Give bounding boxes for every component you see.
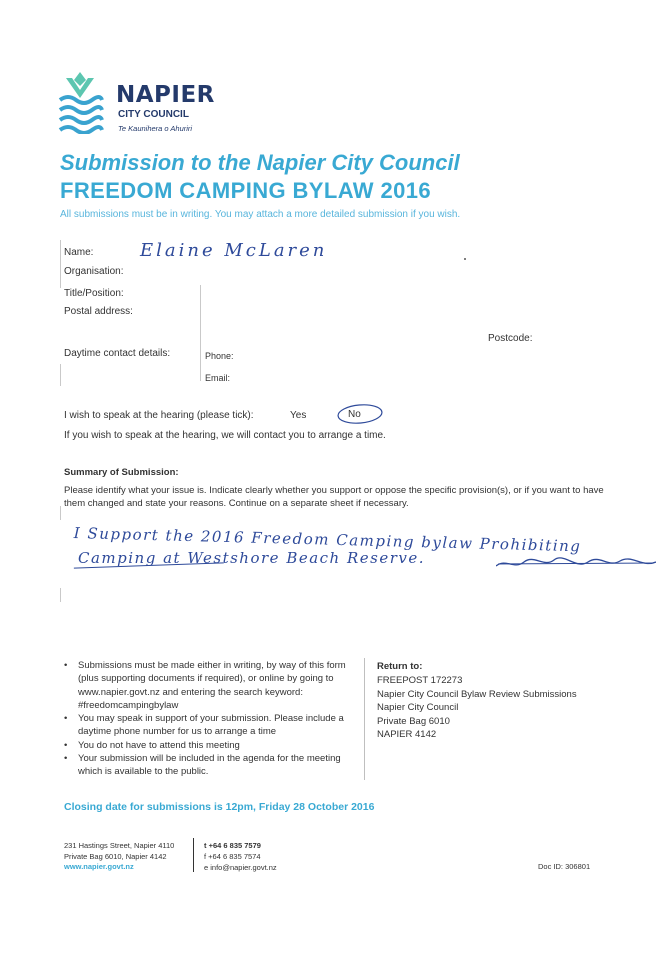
napier-logo-icon [58, 72, 104, 134]
email-label: Email: [205, 373, 231, 383]
contact-details-label: Daytime contact details: [64, 348, 171, 359]
return-line: Private Bag 6010 [377, 715, 450, 727]
title-position-label: Title/Position: [64, 288, 124, 299]
name-label: Name: [64, 247, 94, 258]
return-line: NAPIER 4142 [377, 729, 437, 740]
hearing-yes-option[interactable]: Yes [290, 410, 307, 421]
selection-circle-icon [337, 404, 383, 424]
footer-address: 231 Hastings Street, Napier 4110 Private… [64, 840, 174, 871]
footer-contact: t +64 6 835 7579 f +64 6 835 7574 e info… [204, 840, 277, 873]
page-title: Submission to the Napier City Council [60, 150, 460, 175]
footer-fax: f +64 6 835 7574 [204, 852, 261, 861]
return-line: Napier City Council Bylaw Review Submiss… [377, 688, 577, 700]
organisation-label: Organisation: [64, 266, 124, 277]
submission-text-line2: Camping at Westshore Beach Reserve. [78, 549, 426, 567]
phone-label: Phone: [205, 351, 234, 361]
summary-heading: Summary of Submission: [64, 467, 179, 478]
info-bullet: You may speak in support of your submiss… [64, 712, 346, 739]
hearing-no-option[interactable]: No [337, 404, 385, 426]
hearing-question: I wish to speak at the hearing (please t… [64, 410, 254, 421]
form-subtitle: All submissions must be in writing. You … [60, 209, 461, 220]
info-bullet: Submissions must be made either in writi… [64, 659, 346, 712]
return-heading: Return to: [377, 661, 423, 672]
logo-council: CITY COUNCIL [118, 109, 189, 120]
return-line: Napier City Council [377, 702, 459, 713]
name-field[interactable]: Elaine McLaren [140, 240, 328, 261]
footer-website-link[interactable]: www.napier.govt.nz [64, 862, 134, 871]
council-logo: NAPIER CITY COUNCIL Te Kaunihera o Ahuri… [56, 70, 216, 134]
doc-id: Doc ID: 306801 [538, 862, 591, 871]
footer-email[interactable]: e info@napier.govt.nz [204, 863, 277, 872]
crossed-out-text [495, 556, 656, 570]
bylaw-title: FREEDOM CAMPING BYLAW 2016 [60, 178, 432, 203]
footer-street: 231 Hastings Street, Napier 4110 [64, 841, 175, 850]
info-bullet: You do not have to attend this meeting [64, 739, 346, 753]
info-bullet: Your submission will be included in the … [64, 752, 346, 779]
footer-postal: Private Bag 6010, Napier 4142 [64, 852, 167, 861]
info-list: Submissions must be made either in writi… [64, 659, 346, 779]
return-line: FREEPOST 172273 [377, 675, 463, 686]
return-address: Return to: FREEPOST 172273 Napier City C… [377, 659, 577, 742]
summary-instructions: Please identify what your issue is. Indi… [64, 485, 604, 509]
hearing-no-label: No [348, 409, 361, 420]
logo-name: NAPIER [116, 82, 215, 108]
postcode-label: Postcode: [488, 333, 533, 344]
postal-address-label: Postal address: [64, 306, 133, 317]
logo-maori: Te Kaunihera o Ahuriri [118, 124, 193, 133]
closing-date: Closing date for submissions is 12pm, Fr… [64, 801, 375, 813]
hearing-note: If you wish to speak at the hearing, we … [64, 430, 386, 441]
footer-phone: t +64 6 835 7579 [204, 841, 261, 850]
